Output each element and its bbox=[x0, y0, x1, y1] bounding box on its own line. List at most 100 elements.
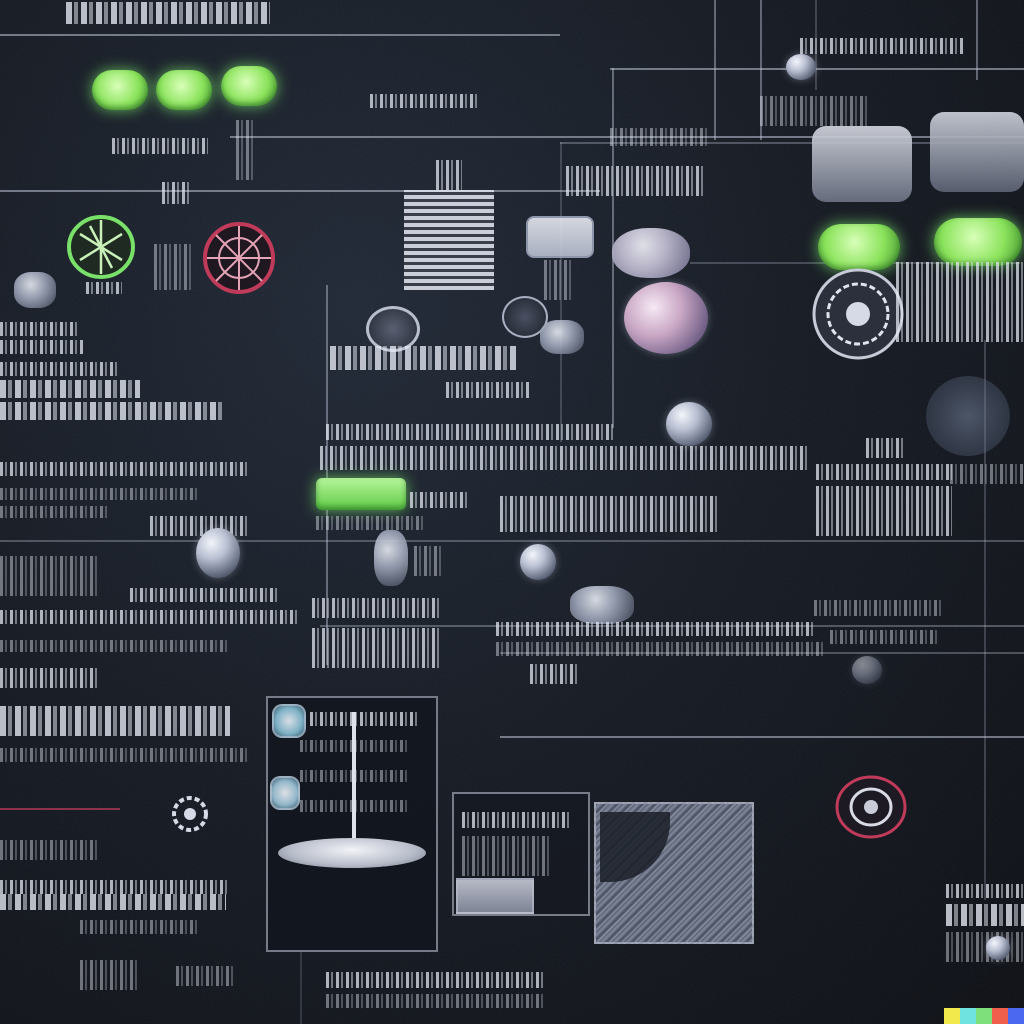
glyph-text bbox=[86, 282, 122, 294]
glyph-text bbox=[0, 380, 140, 398]
glyph-text bbox=[0, 668, 100, 688]
screen-panel[interactable] bbox=[270, 776, 300, 810]
globe-icon bbox=[540, 320, 584, 354]
grid-line bbox=[326, 285, 328, 665]
glyph-text bbox=[0, 840, 100, 860]
glyph-text bbox=[80, 960, 140, 990]
glyph-text bbox=[462, 812, 572, 828]
glyph-text bbox=[176, 966, 236, 986]
coin-icon[interactable] bbox=[196, 528, 240, 578]
grid-line bbox=[0, 540, 1024, 542]
glyph-text bbox=[312, 628, 442, 668]
color-swatch bbox=[960, 1008, 976, 1024]
grid-line bbox=[610, 68, 1024, 70]
globe-icon[interactable] bbox=[624, 282, 708, 354]
green-gauge-icon[interactable] bbox=[66, 214, 136, 280]
grid-line bbox=[984, 340, 986, 900]
glyph-text bbox=[496, 622, 816, 636]
status-light-bar[interactable] bbox=[316, 478, 406, 510]
color-swatch bbox=[976, 1008, 992, 1024]
gear-icon bbox=[172, 796, 208, 832]
red-gauge-icon[interactable] bbox=[200, 220, 278, 296]
coin-icon bbox=[986, 936, 1010, 960]
glyph-text bbox=[816, 486, 952, 536]
coin-icon[interactable] bbox=[786, 54, 816, 80]
grid-line bbox=[560, 142, 562, 442]
globe-icon bbox=[14, 272, 56, 308]
glyph-text bbox=[0, 488, 200, 500]
glyph-text bbox=[530, 664, 580, 684]
machine-icon bbox=[930, 112, 1024, 192]
color-swatch bbox=[992, 1008, 1008, 1024]
glyph-text bbox=[0, 506, 110, 518]
grid-line bbox=[560, 142, 1024, 144]
glyph-text bbox=[866, 438, 906, 458]
grid-line bbox=[300, 952, 302, 1024]
glyph-text bbox=[896, 262, 1024, 342]
glyph-text bbox=[162, 182, 190, 204]
glyph-text bbox=[610, 128, 710, 146]
grid-line bbox=[500, 652, 1024, 654]
glyph-text bbox=[130, 588, 280, 602]
glyph-text bbox=[316, 516, 426, 530]
glyph-text bbox=[760, 96, 870, 126]
coin-icon[interactable] bbox=[520, 544, 556, 580]
glyph-text bbox=[946, 884, 1024, 898]
glyph-text bbox=[800, 38, 964, 54]
glyph-text bbox=[0, 706, 230, 736]
glyph-text bbox=[436, 160, 462, 190]
indicator-light-icon[interactable] bbox=[221, 66, 277, 106]
screen-panel[interactable] bbox=[272, 704, 306, 738]
color-swatch bbox=[1008, 1008, 1024, 1024]
grid-line bbox=[0, 190, 600, 192]
glyph-text bbox=[566, 166, 706, 196]
glyph-text bbox=[0, 894, 226, 910]
glyph-text bbox=[370, 94, 480, 108]
pedestal-icon bbox=[278, 838, 426, 868]
glyph-text bbox=[326, 972, 546, 988]
glyph-text bbox=[0, 322, 80, 336]
grid-line bbox=[714, 0, 716, 140]
globe-icon bbox=[570, 586, 634, 624]
screen-panel bbox=[456, 878, 534, 914]
glyph-text bbox=[320, 446, 810, 470]
emblem-icon bbox=[366, 306, 420, 352]
glyph-text bbox=[410, 492, 468, 508]
glyph-text bbox=[80, 920, 200, 934]
glyph-text bbox=[0, 362, 120, 376]
emblem-icon[interactable] bbox=[834, 774, 908, 840]
coin-icon[interactable] bbox=[666, 402, 712, 446]
grid-line bbox=[976, 0, 978, 80]
glyph-text bbox=[0, 462, 250, 476]
glyph-text bbox=[150, 516, 250, 536]
machine-icon bbox=[812, 126, 912, 202]
glyph-text bbox=[236, 120, 254, 180]
glyph-text bbox=[0, 640, 230, 652]
screen-panel[interactable] bbox=[526, 216, 594, 258]
glyph-text bbox=[0, 610, 300, 624]
pedestal-pole bbox=[352, 712, 356, 842]
glyph-text bbox=[0, 556, 100, 596]
coin-icon bbox=[852, 656, 882, 684]
glyph-text bbox=[112, 138, 208, 154]
faded-circle bbox=[926, 376, 1010, 456]
indicator-light-icon[interactable] bbox=[818, 224, 900, 270]
glyph-text bbox=[0, 402, 222, 420]
glyph-text bbox=[950, 464, 1024, 484]
grid-line bbox=[0, 808, 120, 810]
grid-line bbox=[230, 136, 1024, 138]
gear-icon[interactable] bbox=[808, 266, 908, 362]
header-glyph-text bbox=[66, 2, 270, 24]
glyph-text bbox=[312, 598, 442, 618]
glyph-text bbox=[326, 994, 546, 1008]
color-strip bbox=[944, 1008, 1024, 1024]
glyph-text bbox=[946, 932, 1024, 962]
glyph-text bbox=[496, 642, 826, 656]
glyph-text bbox=[946, 904, 1024, 926]
indicator-light-icon[interactable] bbox=[934, 218, 1022, 266]
glyph-text bbox=[330, 346, 518, 370]
globe-icon bbox=[374, 530, 408, 586]
indicator-light-icon[interactable] bbox=[156, 70, 212, 110]
indicator-light-icon[interactable] bbox=[92, 70, 148, 110]
grid-line bbox=[760, 0, 762, 140]
